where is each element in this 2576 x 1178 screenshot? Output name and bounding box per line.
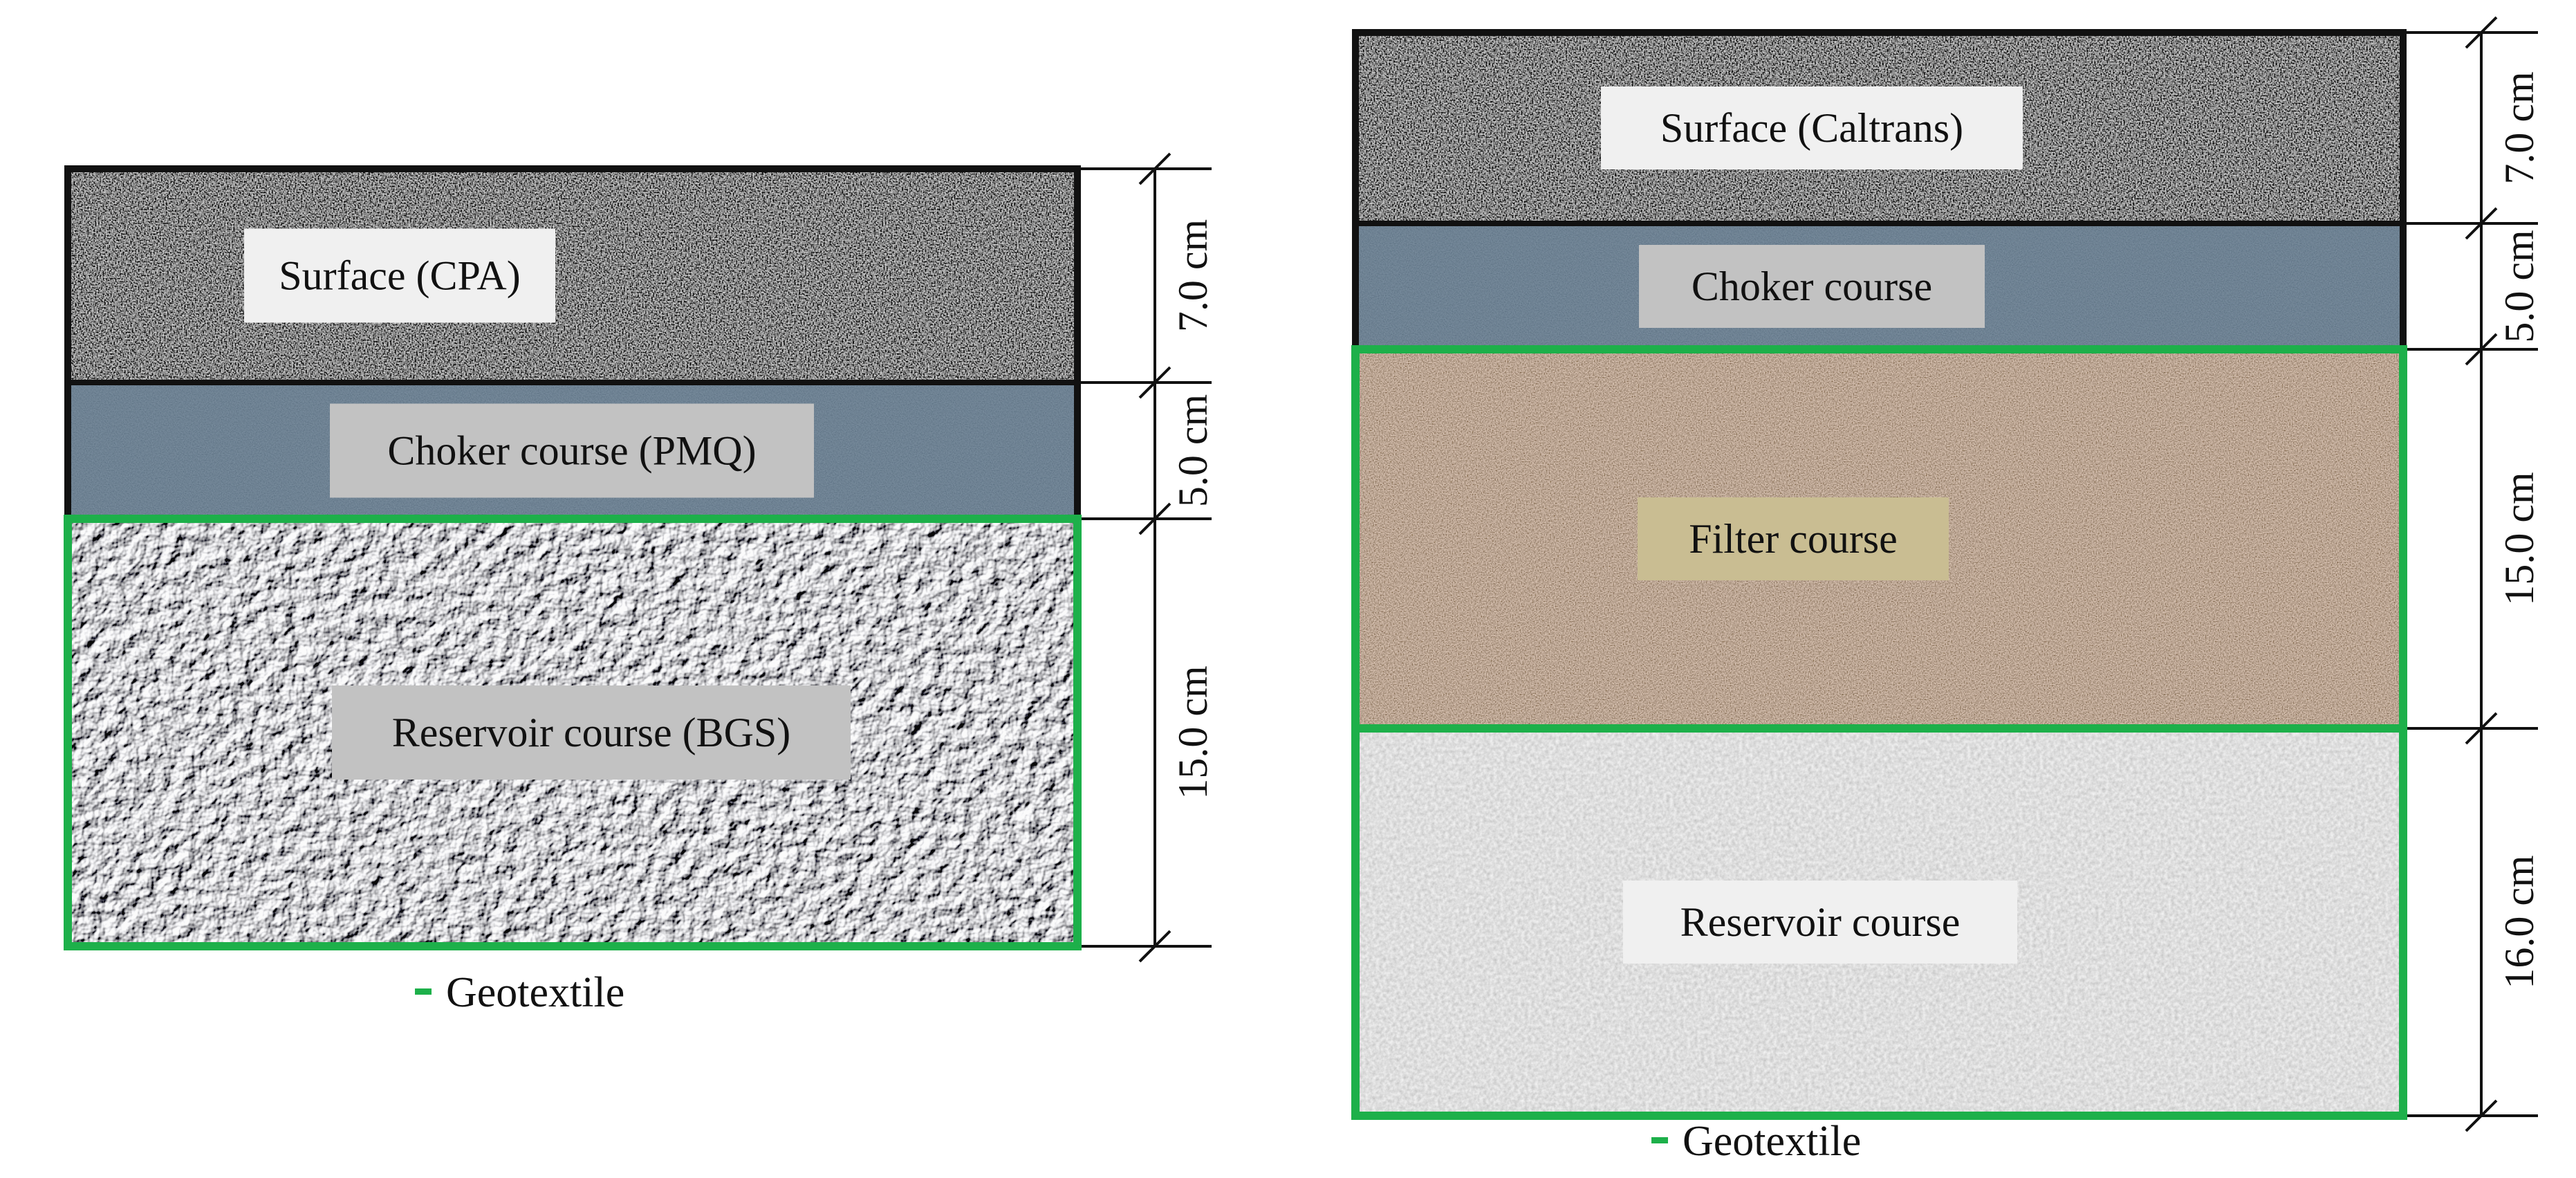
layer-surface: Surface (Caltrans) xyxy=(1355,33,2403,223)
layer-thickness: 7.0 cm xyxy=(2496,71,2542,184)
layer-label: Choker course xyxy=(1692,264,1932,309)
layer-thickness: 15.0 cm xyxy=(1170,665,1216,799)
right-pavement-section: Surface (Caltrans) 7.0 cm Choker course 5.0… xyxy=(1351,16,2542,1165)
layer-thickness: 16.0 cm xyxy=(2496,855,2542,988)
layer-label-box xyxy=(332,685,851,780)
geotextile-legend-swatch xyxy=(415,988,432,995)
geotextile-legend-swatch xyxy=(1651,1137,1668,1143)
geotextile-legend: Geotextile xyxy=(415,969,624,1016)
layer-label: Surface (CPA) xyxy=(279,253,520,299)
layer-label: Reservoir course xyxy=(1680,899,1961,945)
layer-label: Choker course (PMQ) xyxy=(387,428,756,474)
layer-label: Filter course xyxy=(1689,516,1898,562)
layer-label-box xyxy=(244,228,555,323)
layer-thickness: 15.0 cm xyxy=(2496,472,2542,605)
geotextile-legend-label: Geotextile xyxy=(446,969,624,1016)
layer-texture xyxy=(68,169,1077,383)
layer-thickness: 5.0 cm xyxy=(2496,230,2542,342)
layer-label: Reservoir course (BGS) xyxy=(392,710,791,755)
layer-filter: Filter course xyxy=(1355,349,2403,728)
geotextile-wrap xyxy=(64,515,1082,950)
geotextile-wrap xyxy=(1351,724,2407,1120)
layer-choker: Choker course xyxy=(1355,223,2403,349)
left-pavement-section: Surface (CPA) 7.0 cm Choker course (PMQ) 5.… xyxy=(64,152,1216,1016)
layer-label-box xyxy=(330,403,814,498)
layer-label-box xyxy=(1623,881,2017,964)
layer-label-box xyxy=(1638,497,1949,580)
layer-surface: Surface (CPA) xyxy=(68,169,1077,383)
layer-thickness: 7.0 cm xyxy=(1170,219,1216,332)
geotextile-legend-label: Geotextile xyxy=(1683,1118,1861,1165)
layer-label: Surface (Caltrans) xyxy=(1660,105,1963,151)
layer-thickness: 5.0 cm xyxy=(1170,394,1216,507)
layer-bgs: Reservoir course (BGS) xyxy=(68,519,1077,946)
layer-gravel: Reservoir course xyxy=(1355,728,2403,1116)
layer-choker: Choker course (PMQ) xyxy=(68,383,1077,519)
layer-label-box xyxy=(1601,86,2023,169)
layer-label-box xyxy=(1639,245,1985,328)
geotextile-legend: Geotextile xyxy=(1651,1118,1861,1165)
